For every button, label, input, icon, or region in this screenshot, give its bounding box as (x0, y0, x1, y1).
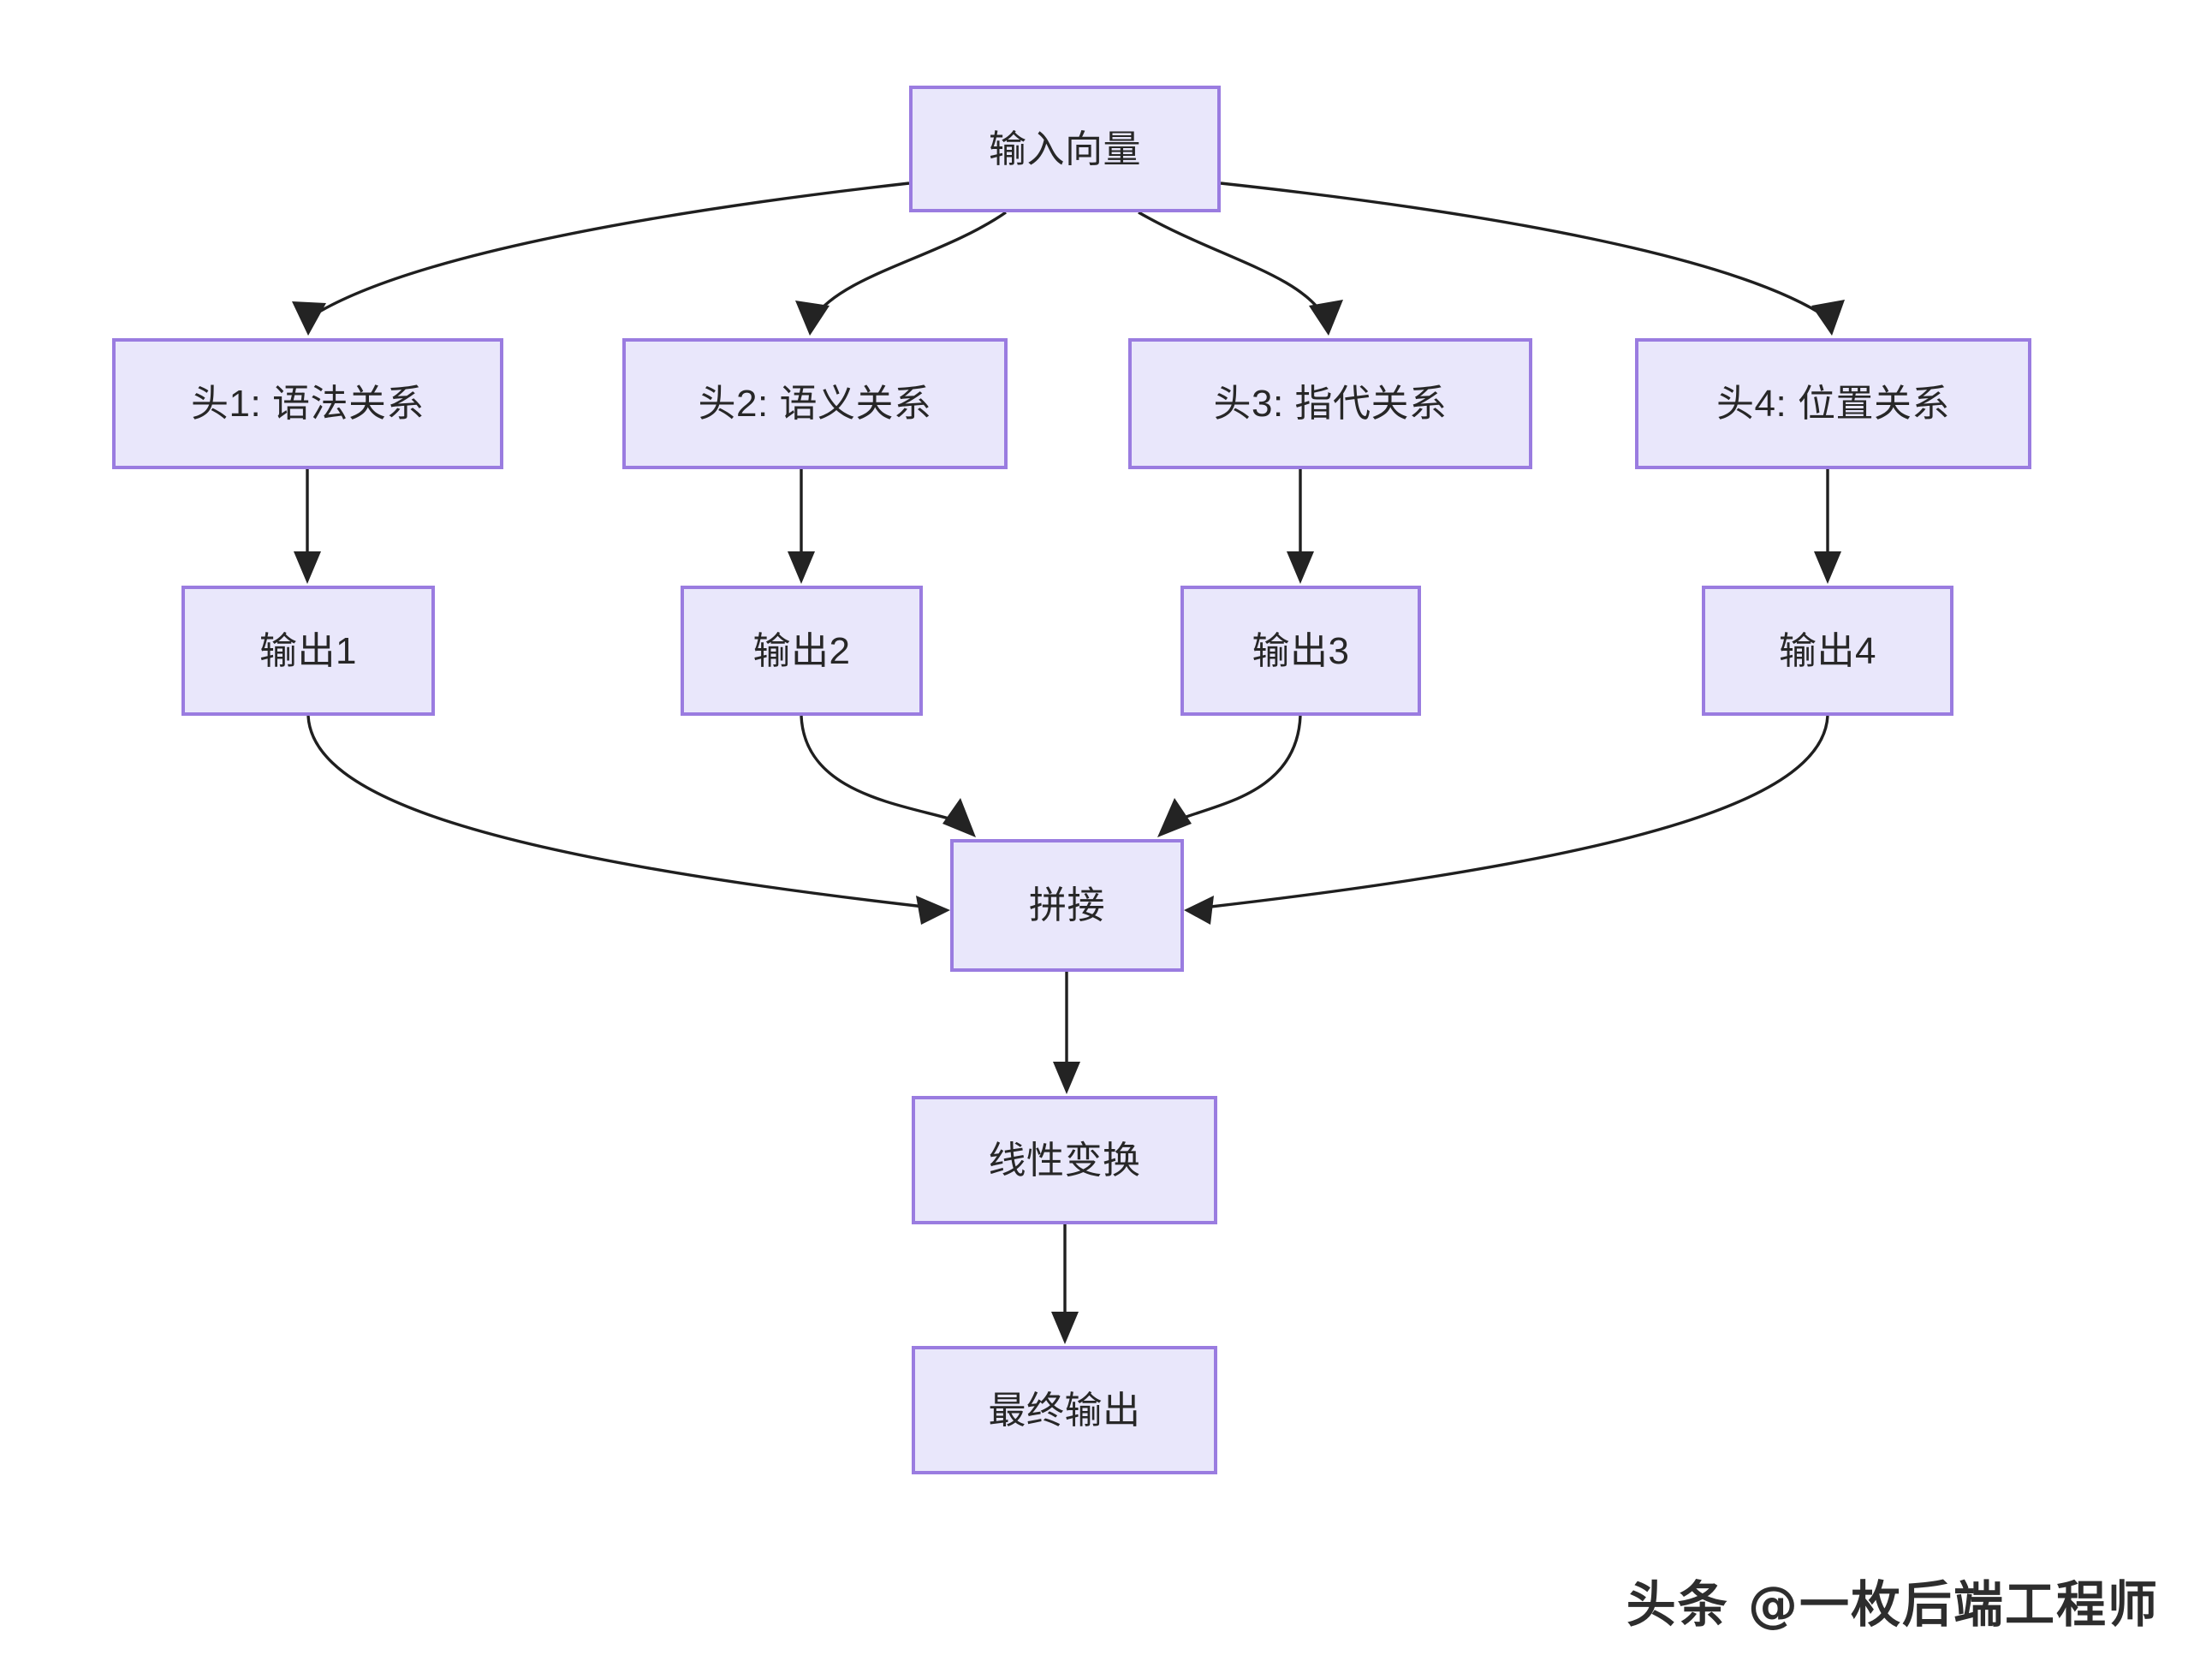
node-label: 线性变换 (988, 1139, 1141, 1182)
edge-concat-to-linear (1053, 972, 1080, 1094)
edge-head2-to-out2 (788, 469, 815, 584)
node-final-output[interactable]: 最终输出 (912, 1346, 1217, 1474)
node-head3-coreference[interactable]: 头3: 指代关系 (1128, 338, 1532, 469)
node-label: 头4: 位置关系 (1716, 383, 1950, 425)
node-label: 头2: 语义关系 (698, 383, 932, 425)
node-label: 头3: 指代关系 (1213, 383, 1448, 425)
node-label: 输出4 (1779, 629, 1876, 672)
edge-input-to-head4 (1220, 182, 1845, 336)
node-concat[interactable]: 拼接 (950, 839, 1184, 972)
node-input-vector[interactable]: 输入向量 (909, 86, 1221, 212)
node-output2[interactable]: 输出2 (681, 586, 923, 716)
edge-head4-to-out4 (1814, 469, 1841, 584)
edge-input-to-head3 (1138, 211, 1343, 336)
node-head4-positional[interactable]: 头4: 位置关系 (1635, 338, 2031, 469)
edge-out1-to-concat (306, 715, 950, 925)
edge-out3-to-concat (1157, 715, 1302, 837)
edge-out4-to-concat (1184, 715, 1829, 925)
node-label: 输入向量 (989, 128, 1141, 170)
node-output3[interactable]: 输出3 (1180, 586, 1421, 716)
edge-head1-to-out1 (294, 469, 321, 584)
node-output1[interactable]: 输出1 (181, 586, 435, 716)
node-label: 输出3 (1252, 629, 1350, 672)
node-label: 拼接 (1029, 884, 1105, 926)
node-label: 输出1 (259, 629, 357, 672)
node-label: 头1: 语法关系 (191, 383, 425, 425)
node-linear-transform[interactable]: 线性变换 (912, 1096, 1217, 1224)
node-label: 输出2 (752, 629, 851, 672)
node-head1-syntactic[interactable]: 头1: 语法关系 (112, 338, 503, 469)
node-output4[interactable]: 输出4 (1702, 586, 1953, 716)
edge-input-to-head2 (795, 211, 1007, 336)
node-label: 最终输出 (988, 1389, 1141, 1432)
node-head2-semantic[interactable]: 头2: 语义关系 (622, 338, 1008, 469)
watermark-text: 头条 @一枚后端工程师 (1626, 1575, 2159, 1634)
edge-input-to-head1 (292, 182, 910, 336)
edge-head3-to-out3 (1287, 469, 1314, 584)
edge-linear-to-final (1051, 1224, 1079, 1344)
edge-out2-to-concat (800, 715, 976, 837)
